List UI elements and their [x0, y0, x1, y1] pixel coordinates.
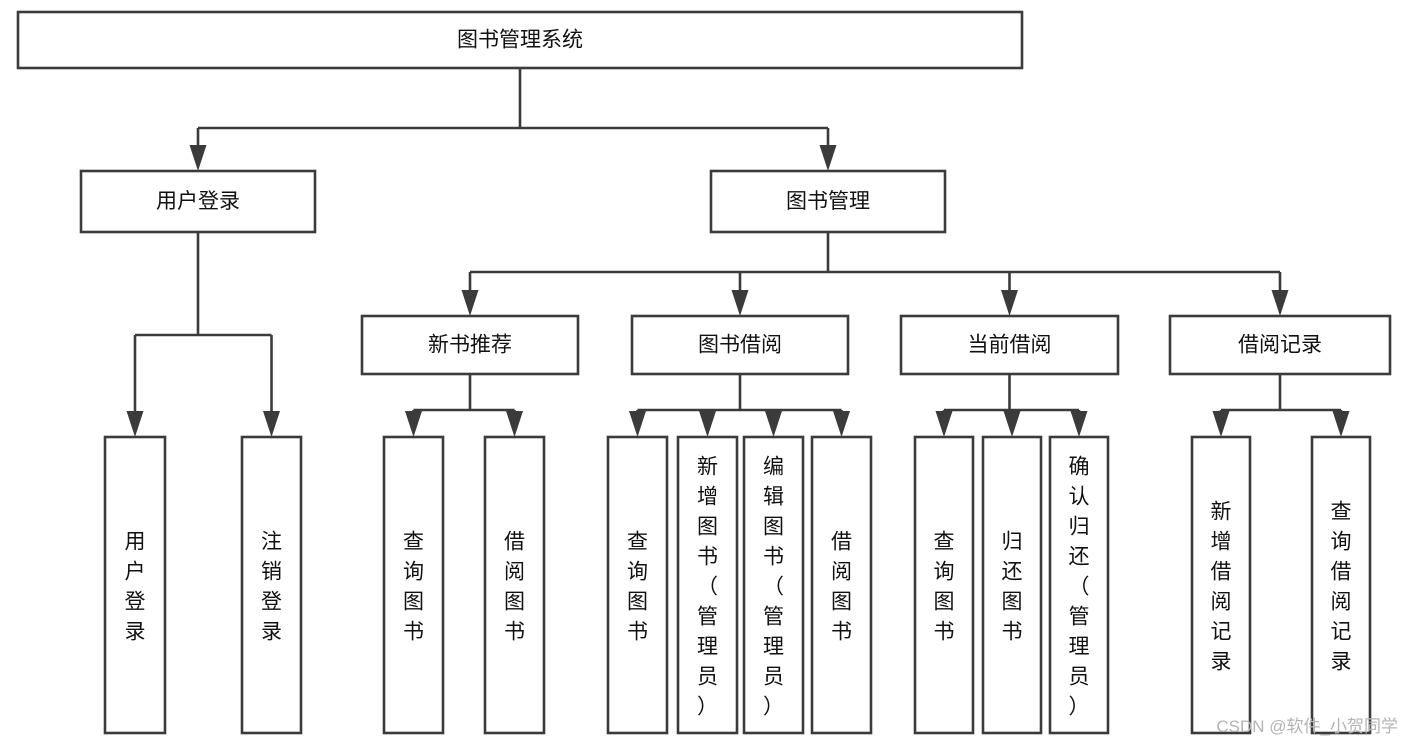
- node-leaf-borrow-book-2[interactable]: 借阅图书: [810, 435, 873, 735]
- node-user-login[interactable]: 用户登录: [79, 169, 317, 234]
- node-label-current-borrow: 当前借阅: [968, 334, 1052, 357]
- node-box-leaf-query-book-1[interactable]: [382, 435, 445, 735]
- node-leaf-add-borrow-record[interactable]: 新增借阅记录: [1190, 435, 1252, 735]
- node-box-leaf-return-book[interactable]: [981, 435, 1043, 735]
- node-label-leaf-borrow-book-2: 借阅图书: [831, 530, 852, 643]
- node-label-leaf-return-book: 归还图书: [1002, 530, 1023, 643]
- node-root[interactable]: 图书管理系统: [16, 10, 1024, 70]
- node-label-leaf-query-book-2: 查询图书: [627, 530, 648, 643]
- node-box-leaf-query-book-3[interactable]: [913, 435, 975, 735]
- node-label-user-login: 用户登录: [156, 190, 240, 213]
- node-leaf-query-book-3[interactable]: 查询图书: [913, 435, 975, 735]
- node-label-leaf-logout: 注销登录: [261, 530, 282, 643]
- node-box-leaf-logout[interactable]: [240, 435, 303, 735]
- node-label-leaf-query-borrow-record: 查询借阅记录: [1331, 500, 1352, 673]
- node-label-new-book-recommend: 新书推荐: [428, 334, 512, 357]
- node-box-borrow-record[interactable]: [1168, 314, 1392, 376]
- edges-layer: [126, 68, 1350, 437]
- node-leaf-query-book-2[interactable]: 查询图书: [606, 435, 669, 735]
- connector-group-borrow-record: [1212, 374, 1350, 437]
- node-leaf-return-book[interactable]: 归还图书: [981, 435, 1043, 735]
- connector-group-current-borrow: [935, 374, 1088, 437]
- node-box-root[interactable]: [16, 10, 1024, 70]
- node-label-leaf-query-book-1: 查询图书: [403, 530, 424, 643]
- node-box-leaf-confirm-return-admin[interactable]: [1048, 435, 1110, 735]
- node-leaf-add-book-admin[interactable]: 新增图书（管理员）: [676, 435, 739, 735]
- node-current-borrow[interactable]: 当前借阅: [899, 314, 1120, 376]
- node-box-leaf-borrow-book-2[interactable]: [810, 435, 873, 735]
- node-label-leaf-edit-book-admin: 编辑图书（管理员）: [763, 455, 784, 718]
- node-box-leaf-add-book-admin[interactable]: [676, 435, 739, 735]
- node-leaf-user-login[interactable]: 用户登录: [103, 435, 167, 735]
- node-box-leaf-user-login[interactable]: [103, 435, 167, 735]
- node-box-leaf-edit-book-admin[interactable]: [742, 435, 805, 735]
- connector-group-user-login: [126, 232, 280, 437]
- node-box-current-borrow[interactable]: [899, 314, 1120, 376]
- nodes-layer: 图书管理系统用户登录图书管理新书推荐图书借阅当前借阅借阅记录用户登录注销登录查询…: [16, 10, 1392, 735]
- connector-group-book-borrow: [629, 374, 850, 437]
- node-label-leaf-confirm-return-admin: 确认归还（管理员）: [1069, 455, 1090, 718]
- node-book-borrow[interactable]: 图书借阅: [630, 314, 850, 376]
- node-label-leaf-query-book-3: 查询图书: [934, 530, 955, 643]
- watermark-label: CSDN @软件_小贺同学: [1216, 717, 1398, 736]
- node-book-manage[interactable]: 图书管理: [709, 169, 947, 234]
- node-box-leaf-query-borrow-record[interactable]: [1310, 435, 1372, 735]
- node-label-leaf-add-borrow-record: 新增借阅记录: [1211, 500, 1232, 673]
- node-leaf-query-book-1[interactable]: 查询图书: [382, 435, 445, 735]
- node-label-book-borrow: 图书借阅: [698, 334, 782, 357]
- connector-group-new-book-recommend: [405, 374, 523, 437]
- node-label-leaf-borrow-book-1: 借阅图书: [504, 530, 525, 643]
- node-leaf-edit-book-admin[interactable]: 编辑图书（管理员）: [742, 435, 805, 735]
- node-box-new-book-recommend[interactable]: [360, 314, 580, 376]
- node-label-leaf-user-login: 用户登录: [125, 530, 146, 643]
- connector-group-book-manage: [461, 232, 1289, 316]
- node-new-book-recommend[interactable]: 新书推荐: [360, 314, 580, 376]
- node-borrow-record[interactable]: 借阅记录: [1168, 314, 1392, 376]
- node-label-borrow-record: 借阅记录: [1238, 334, 1322, 357]
- node-box-book-borrow[interactable]: [630, 314, 850, 376]
- node-leaf-query-borrow-record[interactable]: 查询借阅记录: [1310, 435, 1372, 735]
- node-label-book-manage: 图书管理: [786, 190, 870, 213]
- node-leaf-borrow-book-1[interactable]: 借阅图书: [483, 435, 546, 735]
- connector-group-root: [189, 68, 837, 171]
- node-box-leaf-query-book-2[interactable]: [606, 435, 669, 735]
- node-box-book-manage[interactable]: [709, 169, 947, 234]
- node-leaf-logout[interactable]: 注销登录: [240, 435, 303, 735]
- node-leaf-confirm-return-admin[interactable]: 确认归还（管理员）: [1048, 435, 1110, 735]
- node-box-user-login[interactable]: [79, 169, 317, 234]
- node-label-leaf-add-book-admin: 新增图书（管理员）: [697, 455, 718, 718]
- node-box-leaf-borrow-book-1[interactable]: [483, 435, 546, 735]
- node-label-root: 图书管理系统: [457, 29, 583, 52]
- node-box-leaf-add-borrow-record[interactable]: [1190, 435, 1252, 735]
